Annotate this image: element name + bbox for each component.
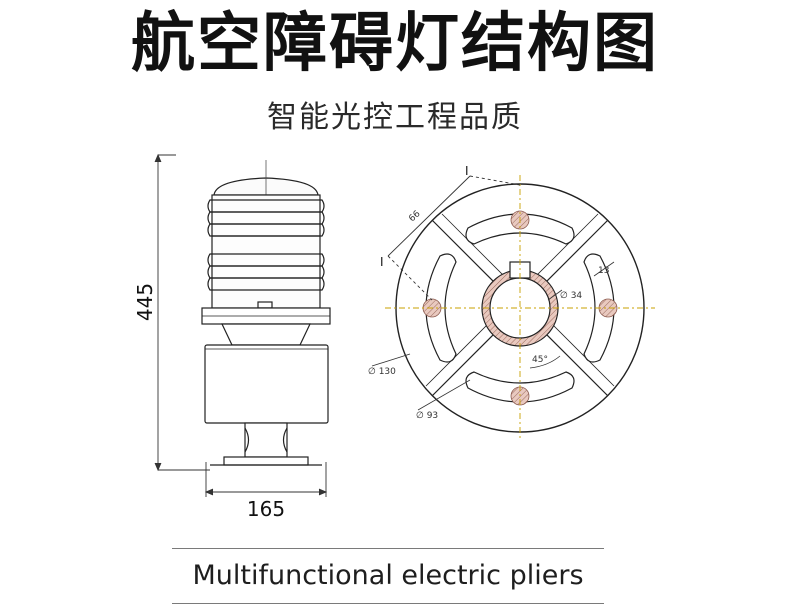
caption-top-rule (172, 548, 604, 549)
lamp-body (204, 344, 329, 424)
height-label: 445 (133, 283, 157, 321)
width-dimension (204, 462, 328, 497)
section-line (387, 175, 521, 301)
mount-base (223, 456, 309, 466)
dim-34-label: ∅ 34 (560, 291, 582, 301)
center-lines (385, 175, 655, 440)
caption-bottom-rule (172, 603, 604, 604)
section-mark-left: I (380, 255, 384, 269)
section-mark-top: I (465, 164, 469, 178)
lamp-lens (207, 194, 325, 309)
lamp-neck (221, 323, 311, 346)
diagram-title: 航空障碍灯结构图 (131, 7, 659, 81)
width-label: 165 (247, 497, 285, 521)
side-view (201, 160, 331, 466)
caption-text: Multifunctional electric pliers (192, 560, 584, 591)
height-dimension (154, 153, 210, 472)
dim-130-label: ∅ 130 (368, 367, 396, 377)
mount-stem (244, 422, 288, 458)
dim-13-label: 13 (598, 266, 609, 276)
dim-93-label: ∅ 93 (416, 411, 438, 421)
dim-66-label: 66 (407, 209, 422, 224)
top-view: I I 66 13 ∅ 34 45° ∅ 130 ∅ 93 (368, 164, 655, 440)
diagram-subtitle: 智能光控工程品质 (267, 100, 523, 135)
dim-45-label: 45° (532, 355, 548, 365)
